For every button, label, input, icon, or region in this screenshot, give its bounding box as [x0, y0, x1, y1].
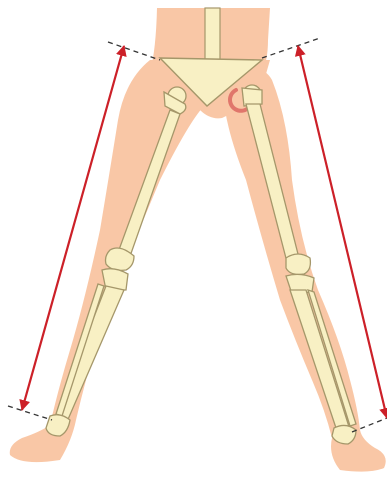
- right-ankle-guide-line: [8, 406, 52, 420]
- right-hip-guide-line: [108, 42, 160, 60]
- left-hip-guide-line: [262, 38, 320, 58]
